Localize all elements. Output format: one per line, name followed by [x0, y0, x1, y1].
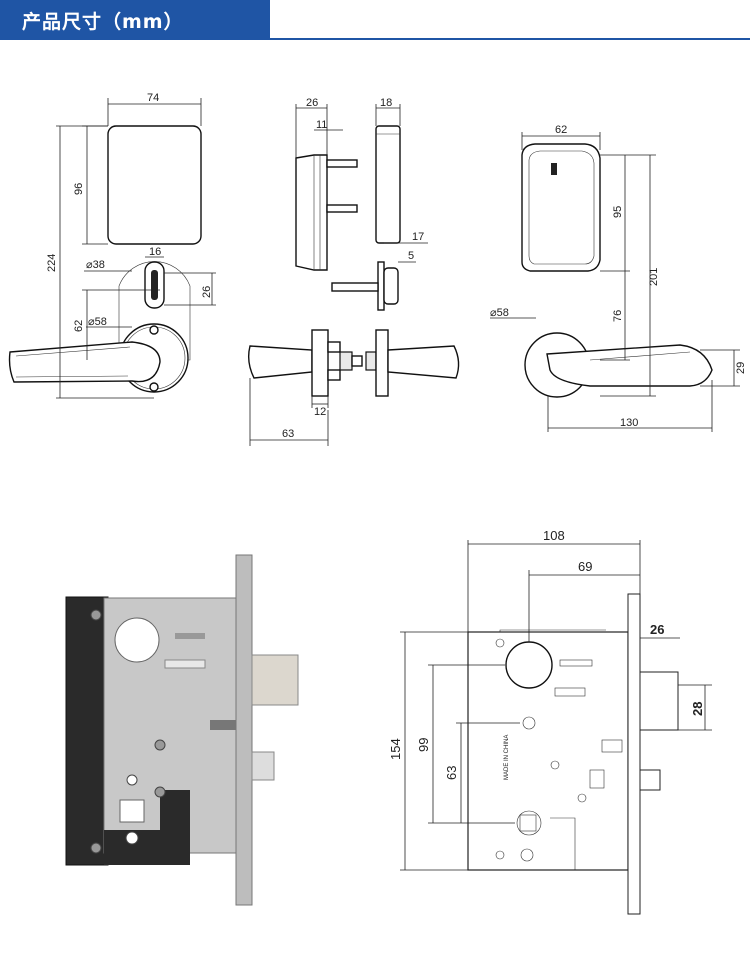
dim-12: 12: [314, 406, 326, 418]
dim-63: 63: [282, 428, 294, 440]
section-header: 产品尺寸（mm）: [0, 0, 750, 40]
dim-18: 18: [380, 97, 392, 109]
dim-26-side: 26: [306, 97, 318, 109]
dim-95: 95: [612, 206, 624, 218]
dim-74: 74: [147, 92, 159, 104]
dim-dia58-left: ⌀58: [88, 316, 107, 328]
dim-5: 5: [408, 250, 414, 262]
dim-63-mortise: 63: [444, 766, 459, 780]
dim-69: 69: [578, 559, 592, 574]
lower-plate: [118, 261, 191, 361]
dim-29: 29: [735, 362, 747, 374]
front-view: 74 96 224 16 ⌀38 26 62 ⌀58: [8, 92, 216, 399]
reader-panel: [521, 143, 601, 272]
mortise-cyl-hole: [505, 641, 553, 689]
dim-62-right: 62: [555, 124, 567, 136]
dim-130: 130: [620, 417, 638, 429]
dim-108: 108: [543, 528, 565, 543]
dim-96: 96: [73, 183, 85, 195]
mortise-faceplate: [235, 554, 253, 906]
dim-dia38: ⌀38: [86, 259, 105, 271]
dim-224: 224: [46, 254, 58, 272]
dim-dia58-right: ⌀58: [490, 307, 509, 319]
dim-26-mortise: 26: [650, 622, 664, 637]
header-rule: [270, 38, 750, 40]
lever-mid-right: [387, 345, 460, 379]
dim-16: 16: [149, 246, 161, 258]
back-view: 62 95 201 76 ⌀58 130 29: [490, 124, 747, 432]
dim-154: 154: [388, 738, 403, 760]
made-in-label: MADE IN CHINA: [504, 735, 510, 780]
dim-62: 62: [73, 320, 85, 332]
side-panel: [295, 154, 328, 271]
back-panel: [375, 125, 401, 244]
latch-bolt: [251, 654, 299, 706]
dim-28: 28: [690, 702, 705, 716]
dim-26-left: 26: [201, 286, 213, 298]
dim-201: 201: [648, 268, 660, 286]
side-view: 26 11 18 17 5 12 63: [247, 97, 460, 446]
dim-17: 17: [412, 231, 424, 243]
keyhole: [151, 270, 158, 300]
cylinder-hole: [114, 617, 160, 663]
dim-99: 99: [416, 738, 431, 752]
lever-right: [546, 344, 713, 387]
header-tab: 产品尺寸（mm）: [0, 0, 270, 40]
page-title: 产品尺寸（mm）: [22, 11, 184, 33]
lever-mid-left: [247, 345, 313, 379]
mortise-left-plate: [65, 596, 109, 866]
mortise-photo: [65, 554, 299, 906]
dim-76: 76: [612, 310, 624, 322]
front-panel: [107, 125, 202, 245]
lever-left: [8, 341, 161, 383]
mortise-drawing: MADE IN CHINA 108 69 26 28 154 99 63: [388, 528, 712, 915]
dim-11: 11: [316, 119, 327, 131]
